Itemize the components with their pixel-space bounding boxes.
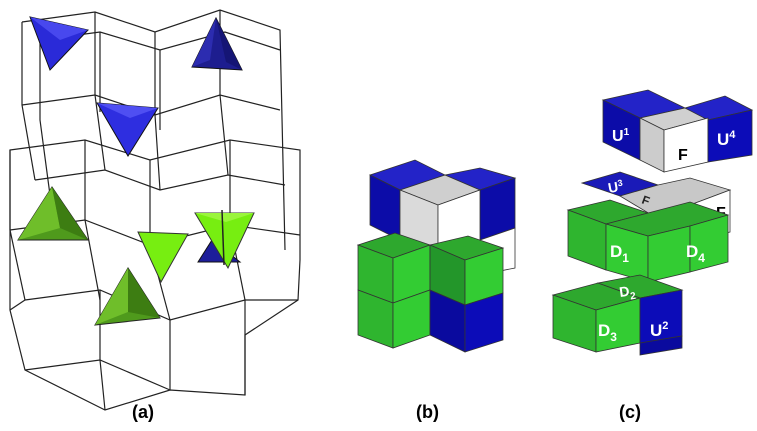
label-d3: D3 (598, 321, 617, 344)
panel-a-green-tetrahedra (17, 186, 255, 326)
label-d1: D1 (610, 242, 629, 265)
label-d4: D4 (686, 242, 705, 265)
panel-b-cluster (356, 159, 517, 353)
label-u1: U1 (612, 127, 630, 145)
label-d2: D2 (618, 282, 637, 304)
panel-c-bottom-layer (551, 274, 684, 356)
panel-label-b: (b) (416, 402, 439, 422)
panel-label-c: (c) (619, 402, 641, 422)
label-f-middle: F (640, 193, 652, 209)
label-f-top: F (678, 147, 688, 164)
panel-label-a: (a) (132, 402, 154, 422)
panel-c-top-layer (601, 89, 754, 173)
label-u3: U3 (607, 178, 625, 196)
label-u2: U2 (650, 320, 668, 340)
lime-tetrahedron-center (137, 231, 189, 284)
label-u4: U4 (717, 129, 736, 149)
panel-a-blue-tetrahedra (29, 16, 243, 263)
panel-c-green-layer (566, 199, 730, 283)
